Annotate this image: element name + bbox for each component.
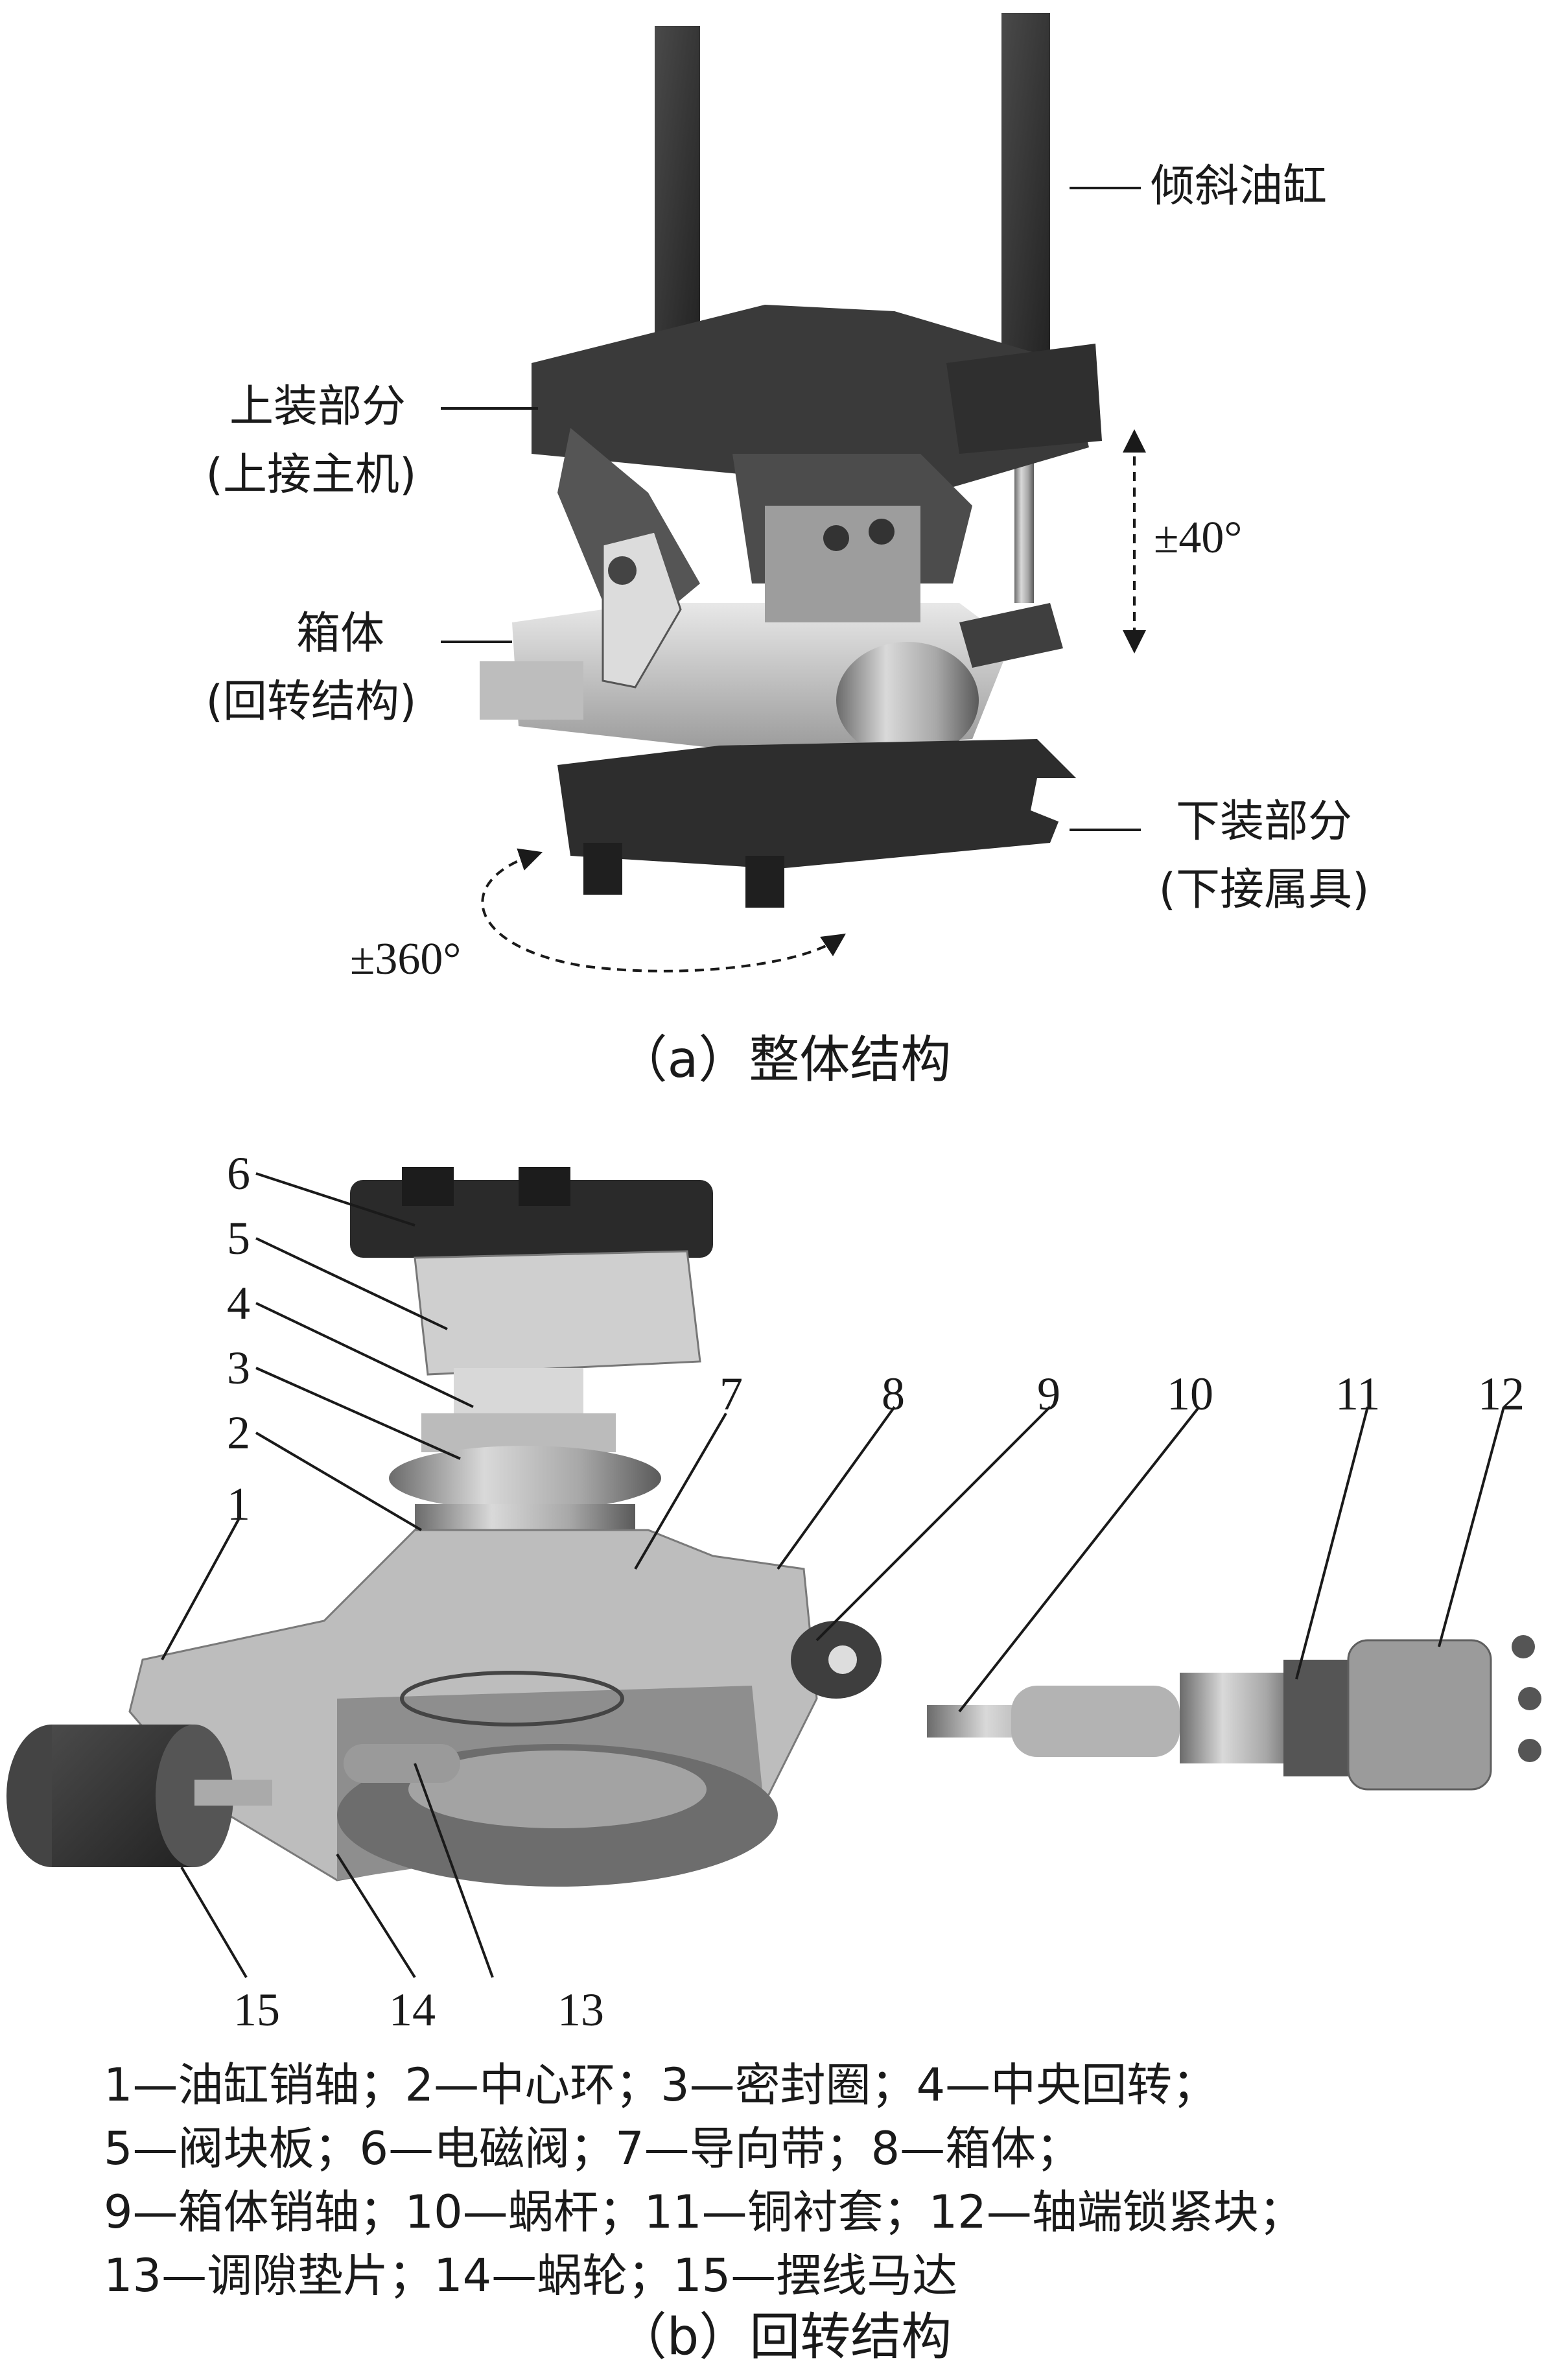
valve-block — [414, 1250, 701, 1376]
label-rotation-angle: ±360° — [350, 934, 462, 984]
legend-line-4: 13—调隙垫片；14—蜗轮；15—摆线马达 — [104, 2249, 958, 2302]
label-tilt-angle: ±40° — [1154, 513, 1243, 563]
caption-b: （b）回转结构 — [616, 2308, 952, 2366]
callout-13: 13 — [557, 1984, 604, 2036]
callout-15: 15 — [233, 1984, 280, 2036]
label-housing: 箱体 — [296, 608, 384, 659]
label-housing-note: (回转结构) — [205, 676, 417, 727]
callout-8: 8 — [882, 1368, 905, 1420]
callout-6: 6 — [227, 1148, 250, 1199]
callout-7: 7 — [720, 1368, 743, 1420]
caption-a: （a）整体结构 — [616, 1031, 952, 1089]
right-cylinder-rod — [1001, 13, 1050, 376]
callout-5: 5 — [227, 1212, 250, 1264]
cycloid-motor — [6, 1725, 272, 1867]
legend-line-2: 5—阀块板；6—电磁阀；7—导向带；8—箱体； — [104, 2122, 1082, 2175]
callout-1: 1 — [227, 1478, 250, 1530]
callout-2: 2 — [227, 1407, 250, 1459]
callout-11: 11 — [1335, 1368, 1381, 1420]
callout-3: 3 — [227, 1342, 250, 1394]
callout-14: 14 — [389, 1984, 436, 2036]
legend-line-1: 1—油缸销轴；2—中心环；3—密封圈；4—中央回转； — [104, 2058, 1218, 2112]
leader-lines-b — [161, 1172, 1505, 1979]
legend-line-3: 9—箱体销轴；10—蜗杆；11—铜衬套；12—轴端锁紧块； — [104, 2186, 1304, 2239]
left-cylinder-rod — [655, 26, 700, 363]
callout-12: 12 — [1478, 1368, 1525, 1420]
lock-block — [1347, 1639, 1492, 1791]
leader-lines-a — [441, 187, 1141, 831]
tiltrotator-assembly — [480, 13, 1102, 908]
label-upper-part-note: (上接主机) — [205, 449, 417, 501]
lower-coupler — [557, 739, 1076, 869]
label-tilt-cylinder: 倾斜油缸 — [1151, 161, 1328, 212]
upper-bracket — [532, 305, 1089, 493]
callout-9: 9 — [1037, 1368, 1060, 1420]
callout-10: 10 — [1167, 1368, 1213, 1420]
rotation-arrow — [481, 848, 846, 972]
label-lower-part: 下装部分 — [1175, 796, 1352, 847]
callout-4: 4 — [227, 1277, 250, 1329]
center-ring — [389, 1446, 661, 1511]
label-lower-part-note: (下接属具) — [1158, 864, 1370, 915]
label-upper-part: 上装部分 — [229, 381, 406, 432]
